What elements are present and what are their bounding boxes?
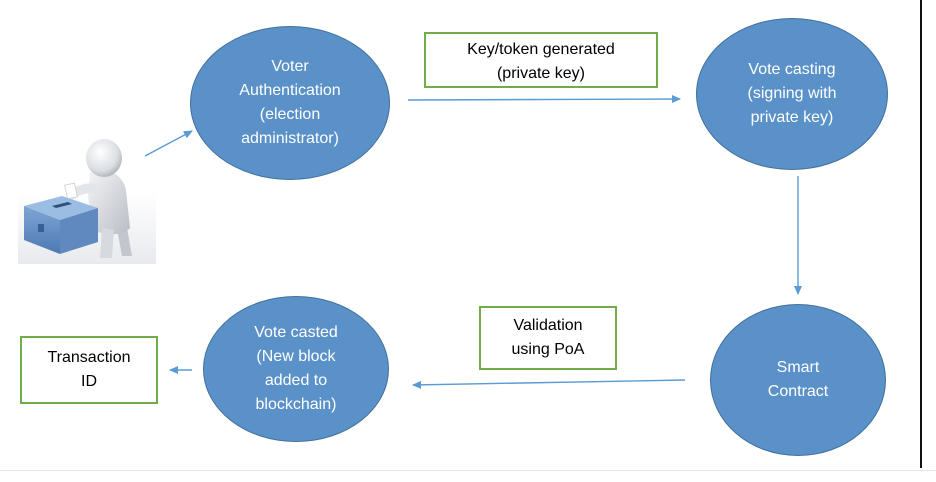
node-vote-casting-label: Vote casting (signing with private key) <box>747 61 837 126</box>
node-vote-casted-label: Vote casted (New block added to blockcha… <box>254 324 338 413</box>
node-smart-contract-label: Smart Contract <box>767 359 829 400</box>
node-vote-casting: Vote casting (signing with private key) <box>696 18 888 170</box>
node-smart-contract: Smart Contract <box>710 304 886 456</box>
label-transaction-id-text: Transaction ID <box>47 349 131 390</box>
label-validation-using-poa: Validation using PoA <box>479 306 617 370</box>
node-voter-authentication: Voter Authentication (election administr… <box>190 26 390 180</box>
node-voter-authentication-label: Voter Authentication (election administr… <box>239 58 341 147</box>
label-transaction-id: Transaction ID <box>20 336 158 404</box>
arrow-authentication-to-vote-casting <box>407 95 681 104</box>
label-validation-using-poa-text: Validation using PoA <box>511 317 585 358</box>
arrow-voter-to-authentication <box>144 130 193 157</box>
node-vote-casted: Vote casted (New block added to blockcha… <box>203 296 389 442</box>
label-key-token-generated: Key/token generated (private key) <box>424 32 658 88</box>
bottom-border-line <box>0 470 936 471</box>
voter-casting-ballot-icon <box>18 139 156 264</box>
label-key-token-generated-text: Key/token generated (private key) <box>467 41 615 82</box>
right-border-line <box>920 0 922 468</box>
arrow-smart-contract-to-vote-casted <box>412 379 686 389</box>
